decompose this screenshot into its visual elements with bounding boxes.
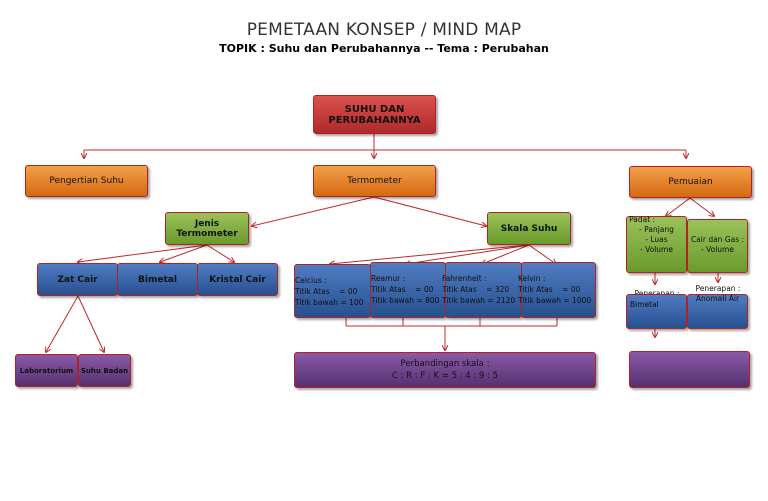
- node-perbandingan-skala: Perbandingan skala : C : R : F : K = 5 :…: [294, 352, 596, 388]
- connector: [666, 197, 691, 216]
- node-label: Kristal Cair: [209, 274, 266, 285]
- connector: [689, 197, 714, 216]
- scale-upper: Titik Atas = 00: [518, 285, 581, 294]
- root-node: SUHU DAN PERUBAHANNYA: [313, 95, 436, 134]
- scale-upper: Titik Atas = 320: [442, 285, 510, 294]
- node-jenis-termometer: Jenis Termometer: [165, 212, 249, 245]
- node-label: Jenis Termometer: [176, 218, 238, 239]
- scale-name: Celcius :: [295, 276, 327, 285]
- scale-lower: Titik bawah = 2120: [442, 296, 516, 305]
- connector: [77, 295, 104, 352]
- node-kristal-cair: Kristal Cair: [197, 263, 278, 296]
- node-skala-kelvin: Kelvin : Titik Atas = 00 Titik bawah = 1…: [518, 262, 596, 318]
- scale-name: Fahrenheit :: [442, 274, 487, 283]
- node-laboratorium: Laboratorium: [15, 354, 78, 387]
- penerapan-left-value: Bimetal: [630, 300, 659, 309]
- padat-item: - Panjang: [639, 225, 674, 234]
- node-pemuaian: Pemuaian: [629, 166, 752, 198]
- node-empty-pemuaian: [629, 351, 750, 388]
- connector: [406, 244, 530, 264]
- scale-upper: Titik Atas = 00: [371, 285, 434, 294]
- scale-name: Kelvin :: [518, 274, 546, 283]
- node-penerapan-anomali-air: Anomali Air: [687, 294, 748, 329]
- connector: [46, 295, 79, 352]
- node-label: Zat Cair: [57, 274, 98, 285]
- connector: [78, 244, 208, 262]
- page-subtitle: TOPIK : Suhu dan Perubahannya -- Tema : …: [219, 42, 549, 55]
- node-bimetal: Bimetal: [117, 263, 198, 296]
- connector: [528, 244, 556, 264]
- comparison-ratio: C : R : F : K = 5 : 4 : 9 : 5: [391, 371, 499, 381]
- penerapan-left-label: Penerapan :: [627, 289, 687, 298]
- cair-gas-item: - Volume: [700, 245, 734, 254]
- node-skala-reamur: Reamur : Titik Atas = 00 Titik bawah = 8…: [370, 262, 446, 318]
- cair-gas-title: Cair dan Gas :: [690, 235, 745, 244]
- padat-item: - Luas: [645, 235, 668, 244]
- node-termometer: Termometer: [313, 165, 436, 197]
- node-label: Laboratorium: [19, 366, 74, 375]
- scale-lower: Titik bawah = 800: [371, 296, 440, 305]
- node-penerapan-bimetal: Bimetal: [626, 294, 687, 329]
- node-label: Skala Suhu: [500, 223, 558, 234]
- comparison-title: Perbandingan skala :: [400, 359, 490, 369]
- node-label: Bimetal: [138, 274, 177, 285]
- connector: [373, 196, 486, 226]
- node-label: Termometer: [347, 176, 402, 186]
- scale-name: Reamur :: [371, 274, 406, 283]
- penerapan-right-value: Anomali Air: [695, 294, 740, 303]
- node-skala-suhu: Skala Suhu: [487, 212, 571, 245]
- page-title: PEMETAAN KONSEP / MIND MAP: [246, 20, 522, 40]
- root-label: SUHU DAN PERUBAHANNYA: [328, 103, 421, 126]
- scale-lower: Titik bawah = 100: [295, 298, 364, 307]
- padat-item: - Volume: [639, 245, 673, 254]
- node-label: Suhu Badan: [80, 366, 129, 375]
- connector: [330, 244, 530, 264]
- node-padat: Padat : - Panjang - Luas - Volume: [626, 215, 687, 273]
- penerapan-right-label: Penerapan :: [695, 284, 741, 293]
- node-cair-gas: Cair dan Gas : - Volume: [687, 219, 748, 273]
- node-skala-celcius: Celcius : Titik Atas = 00 Titik bawah = …: [294, 264, 371, 318]
- connector: [252, 196, 375, 226]
- connector: [482, 244, 530, 264]
- node-zat-cair: Zat Cair: [37, 263, 118, 296]
- scale-upper: Titik Atas = 00: [295, 287, 358, 296]
- node-suhu-badan: Suhu Badan: [78, 354, 131, 387]
- scale-lower: Titik bawah = 1000: [518, 296, 592, 305]
- node-label: Pemuaian: [668, 177, 713, 187]
- node-pengertian-suhu: Pengertian Suhu: [25, 165, 148, 197]
- node-label: Pengertian Suhu: [49, 176, 124, 186]
- connector: [160, 244, 208, 262]
- padat-title: Padat :: [629, 215, 656, 224]
- connector: [206, 244, 234, 262]
- node-skala-fahrenheit: Fahrenheit : Titik Atas = 320 Titik bawa…: [442, 262, 522, 318]
